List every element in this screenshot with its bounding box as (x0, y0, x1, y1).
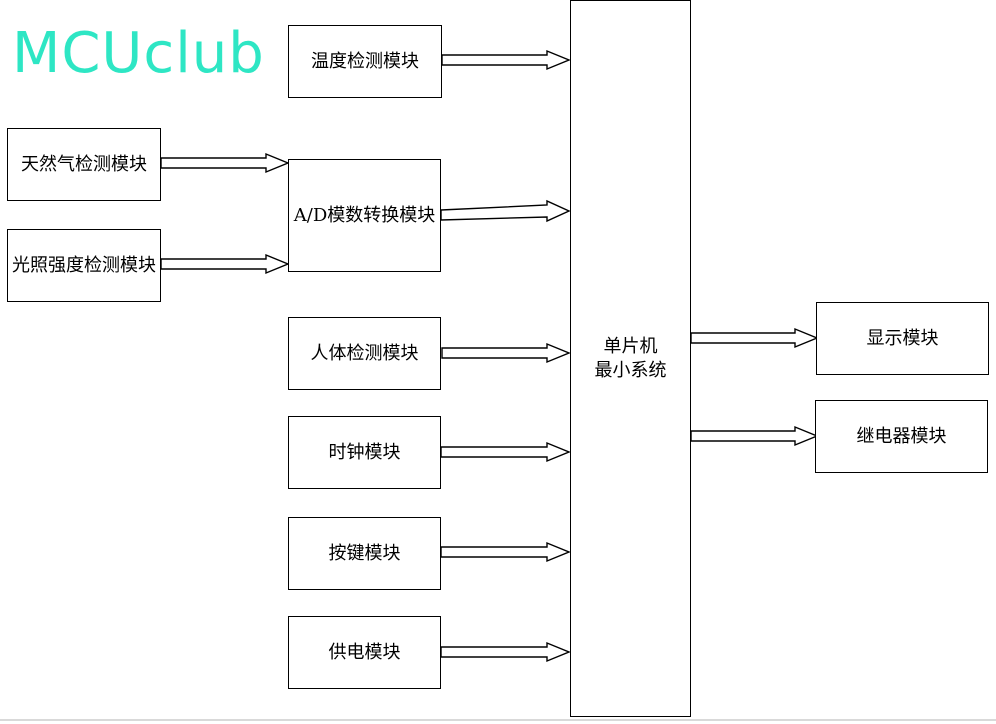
arrow-light-to-adc (160, 253, 290, 275)
temperature-module-box: 温度检测模块 (288, 25, 442, 98)
keypad-module-box: 按键模块 (288, 517, 441, 590)
natural-gas-module-box: 天然气检测模块 (7, 128, 161, 201)
display-module-box: 显示模块 (816, 302, 989, 375)
light-module-box: 光照强度检测模块 (7, 229, 161, 302)
mcu-system-box: 单片机 最小系统 (570, 0, 691, 717)
relay-module-label: 继电器模块 (856, 425, 947, 447)
power-module-label: 供电模块 (328, 641, 401, 663)
arrow-gas-to-adc (160, 152, 290, 174)
logo-text: MCUclub (12, 21, 265, 86)
natural-gas-module-label: 天然气检测模块 (21, 153, 147, 175)
arrow-adc-to-mcu (440, 199, 571, 223)
mcu-system-label: 单片机 最小系统 (594, 335, 667, 381)
arrow-power-to-mcu (440, 641, 571, 663)
arrow-human-to-mcu (441, 342, 571, 364)
temperature-module-label: 温度检测模块 (311, 50, 419, 72)
arrow-clock-to-mcu (440, 441, 571, 463)
adc-module-label: A/D模数转换模块 (293, 204, 436, 226)
keypad-module-label: 按键模块 (328, 542, 401, 564)
human-module-box: 人体检测模块 (288, 317, 441, 390)
clock-module-box: 时钟模块 (288, 416, 441, 489)
bottom-divider (0, 719, 996, 721)
human-module-label: 人体检测模块 (310, 342, 419, 364)
arrow-key-to-mcu (440, 541, 571, 563)
power-module-box: 供电模块 (288, 616, 441, 689)
display-module-label: 显示模块 (866, 327, 939, 349)
arrow-mcu-to-relay (690, 425, 819, 447)
arrow-temp-to-mcu (441, 49, 571, 71)
arrow-mcu-to-display (690, 327, 819, 349)
clock-module-label: 时钟模块 (328, 441, 401, 463)
adc-module-box: A/D模数转换模块 (288, 159, 441, 272)
relay-module-box: 继电器模块 (815, 400, 988, 473)
light-module-label: 光照强度检测模块 (12, 254, 156, 276)
